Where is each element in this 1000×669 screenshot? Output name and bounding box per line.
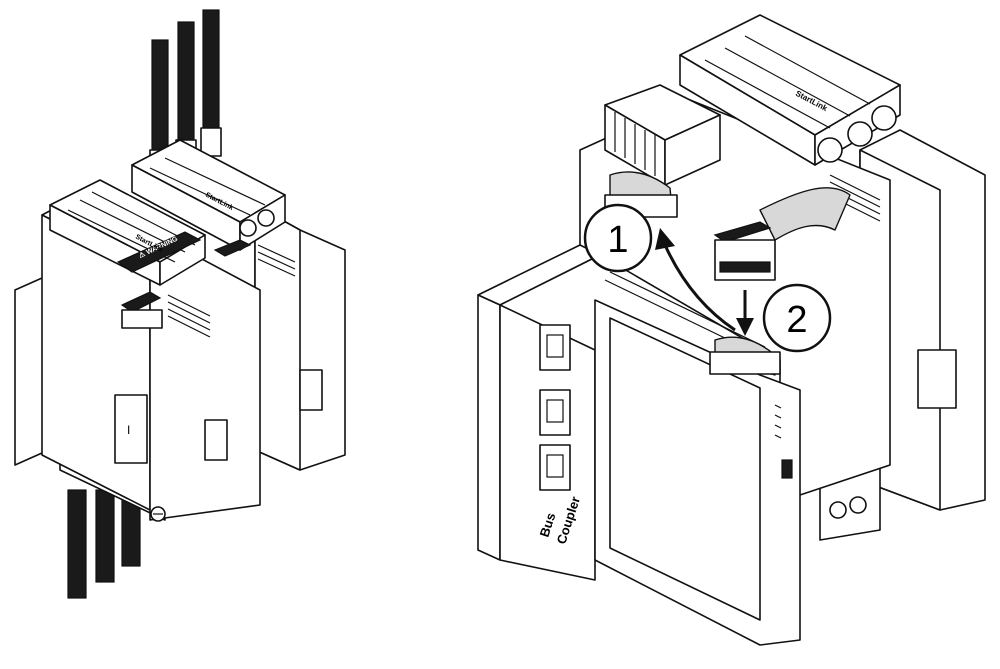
step-1-callout: 1 (583, 203, 653, 273)
window-mark: I (127, 423, 130, 437)
rear-terminal-block: StartLink (131, 139, 286, 251)
front-module: I (14, 194, 261, 522)
front-terminal-block: ⚠ WARNING StartLink (49, 179, 206, 286)
step-2-number: 2 (786, 299, 807, 341)
switch-icon (781, 459, 793, 479)
bus-coupler-label-line1: Bus (537, 511, 559, 539)
step-2-callout: 2 (762, 283, 832, 353)
bottom-cables (67, 489, 141, 599)
rear-module (254, 204, 346, 471)
connector-cover (604, 171, 678, 218)
step-1-arrow (655, 228, 736, 332)
bus-coupler-module: Bus Coupler (477, 244, 801, 646)
left-ribbon-connector (120, 239, 252, 329)
ethernet-port-icon (539, 444, 571, 491)
left-assembly: StartLink I (14, 9, 346, 599)
ethernet-port-icon (539, 389, 571, 436)
ribbon-cable (713, 187, 851, 281)
step-2-arrow (736, 290, 754, 336)
right-assembly: StartLink (477, 14, 986, 646)
right-contactor-module (819, 129, 986, 541)
step-1-number: 1 (607, 219, 628, 261)
bus-connector-port (709, 351, 781, 375)
front-window (114, 394, 148, 464)
ethernet-port-icon (539, 324, 571, 371)
